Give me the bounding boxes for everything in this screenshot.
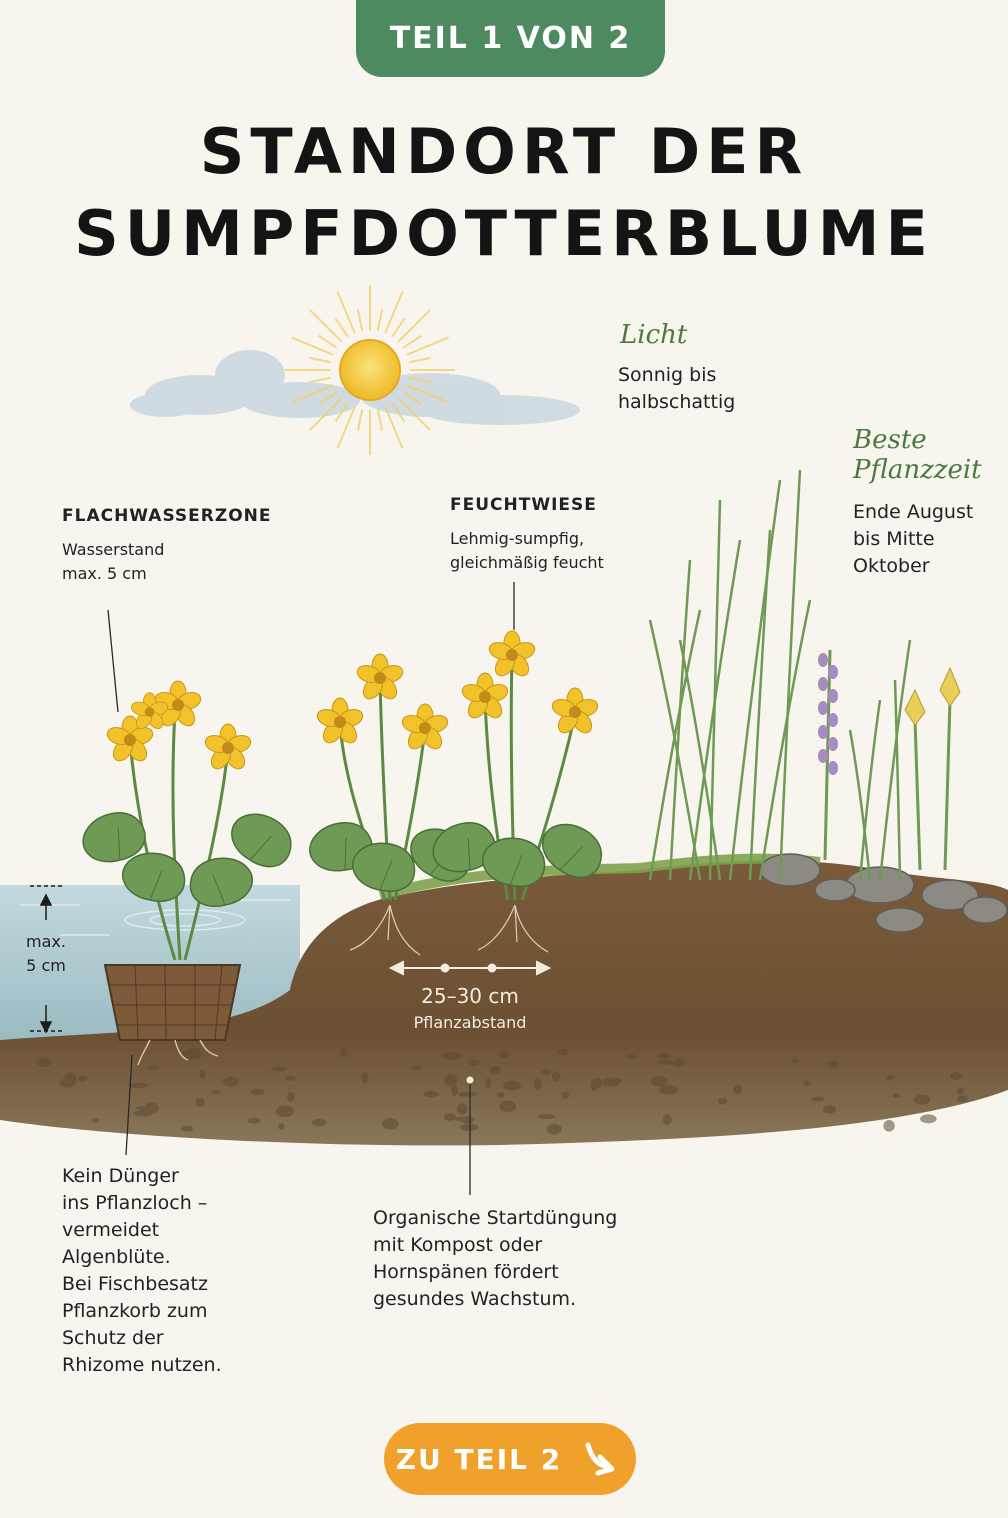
- light-text-line-2: halbschattig: [618, 391, 736, 413]
- planting-time-heading: Beste Pflanzzeit: [853, 425, 982, 485]
- marigold-plant-meadow-right: [424, 630, 611, 901]
- reed-grass: [648, 469, 912, 881]
- compost-note: Organische Startdüngung mit Kompost oder…: [373, 1205, 617, 1313]
- spacing-value: 25–30 cm: [421, 984, 519, 1008]
- light-text: Sonnig bis halbschattig: [618, 362, 735, 416]
- fertilizer-note-line: Kein Dünger: [62, 1165, 179, 1187]
- shallow-zone-label: FLACHWASSERZONE Wasserstand max. 5 cm: [62, 503, 272, 586]
- part-badge: TEIL 1 VON 2: [356, 0, 665, 77]
- next-part-button-label: ZU TEIL 2: [395, 1442, 563, 1476]
- lavender-plant: [818, 649, 838, 861]
- marigold-plant-water: [74, 680, 300, 961]
- shallow-zone-text-line-2: max. 5 cm: [62, 564, 147, 583]
- fertilizer-note-line: ins Pflanzloch –: [62, 1192, 208, 1214]
- planting-time-heading-line-1: Beste: [853, 425, 927, 455]
- depth-marker-line-1: max.: [26, 932, 66, 951]
- wet-meadow-text-line-2: gleichmäßig feucht: [450, 553, 604, 572]
- planting-time-text-line-1: Ende August: [853, 501, 974, 523]
- depth-marker-label: max. 5 cm: [26, 930, 66, 978]
- light-heading: Licht: [620, 320, 688, 350]
- page-title-line-1: STANDORT DER: [199, 115, 809, 188]
- planting-time-text: Ende August bis Mitte Oktober: [853, 499, 973, 580]
- planting-time-text-line-2: bis Mitte: [853, 528, 935, 550]
- sun-icon: [285, 285, 455, 455]
- compost-note-line: mit Kompost oder: [373, 1234, 543, 1256]
- compost-note-line: Hornspänen fördert: [373, 1261, 559, 1283]
- wet-meadow-label: FEUCHTWIESE Lehmig-sumpfig, gleichmäßig …: [450, 492, 604, 575]
- fertilizer-note: Kein Dünger ins Pflanzloch – vermeidet A…: [62, 1163, 222, 1379]
- compost-note-line: Organische Startdüngung: [373, 1207, 618, 1229]
- fertilizer-note-line: Pflanzkorb zum: [62, 1300, 208, 1322]
- planting-time-text-line-3: Oktober: [853, 555, 930, 577]
- iris-plant: [904, 666, 961, 871]
- next-part-button[interactable]: ZU TEIL 2: [384, 1423, 636, 1495]
- wet-meadow-heading: FEUCHTWIESE: [450, 495, 597, 515]
- spacing-arrow: [388, 960, 552, 976]
- planting-time-heading-line-2: Pflanzzeit: [853, 455, 982, 485]
- depth-marker: [30, 885, 62, 1034]
- fertilizer-note-line: Bei Fischbesatz: [62, 1273, 208, 1295]
- arrow-down-right-icon: [585, 1442, 615, 1476]
- compost-note-line: gesundes Wachstum.: [373, 1288, 577, 1310]
- wet-meadow-text-line-1: Lehmig-sumpfig,: [450, 529, 585, 548]
- soil-bank: [0, 860, 1008, 1146]
- depth-marker-line-2: 5 cm: [26, 956, 66, 975]
- spacing-label: Pflanzabstand: [413, 1013, 527, 1032]
- fertilizer-note-line: Schutz der: [62, 1327, 164, 1349]
- fertilizer-note-line: vermeidet: [62, 1219, 160, 1241]
- fertilizer-note-line: Rhizome nutzen.: [62, 1354, 222, 1376]
- planting-basket: [103, 964, 242, 1066]
- fertilizer-note-line: Algenblüte.: [62, 1246, 171, 1268]
- light-text-line-1: Sonnig bis: [618, 364, 717, 386]
- shallow-zone-text-line-1: Wasserstand: [62, 540, 165, 559]
- page-title-line-2: SUMPFDOTTERBLUME: [74, 197, 934, 270]
- stones: [759, 853, 1008, 933]
- shallow-zone-heading: FLACHWASSERZONE: [62, 506, 272, 526]
- marigold-plant-meadow-left: [302, 653, 479, 901]
